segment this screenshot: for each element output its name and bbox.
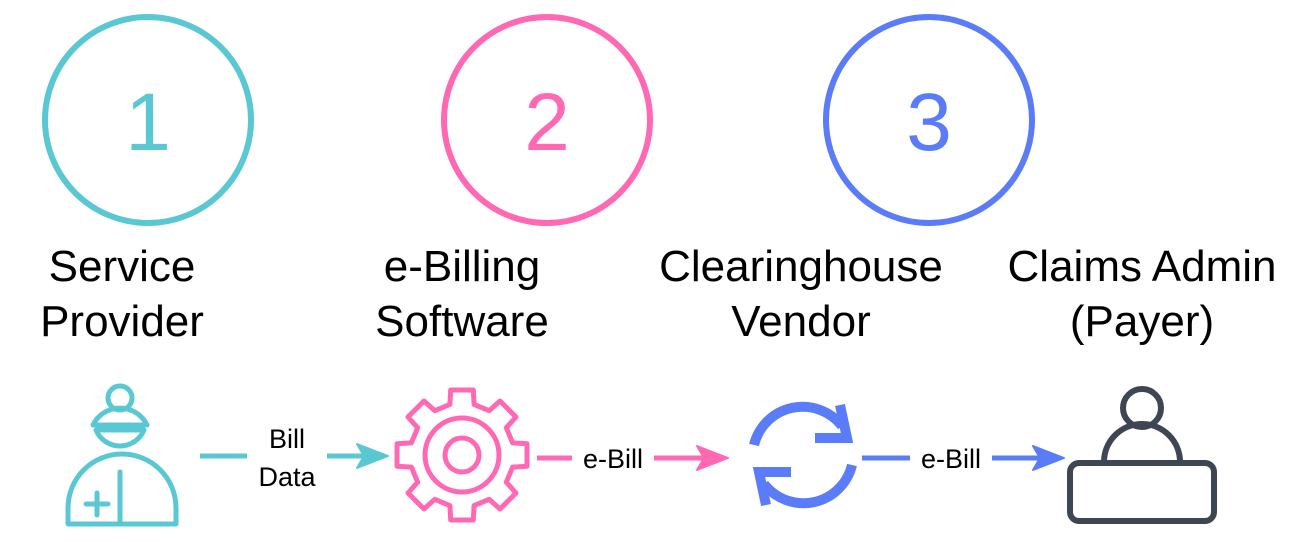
user-desk-icon [1067, 386, 1217, 524]
step-3: 3 [823, 14, 1035, 226]
step-1: 1 [42, 14, 254, 226]
step-3-circle [823, 14, 1035, 226]
sync-icon [749, 401, 857, 509]
step-2-number: 2 [524, 77, 570, 168]
flow-label-line2: Data [258, 462, 316, 492]
stage-label-clearinghouse-vendor: Clearinghouse Vendor [659, 242, 943, 346]
stage-label-service-provider: Service Provider [40, 242, 204, 346]
healthcare-worker-icon [65, 383, 179, 527]
step-2: 2 [441, 14, 653, 226]
flow-label: e-Bill [583, 444, 643, 474]
arrowhead-icon [1032, 445, 1065, 471]
flow-ebill-2: e-Bill [862, 440, 1065, 476]
step-1-number: 1 [125, 77, 171, 168]
stage-label-line2: Vendor [731, 297, 870, 346]
stage-label-line1: Clearinghouse [659, 242, 943, 291]
stage-label-line1: Service [49, 242, 196, 291]
flow-label-line1: Bill [269, 424, 305, 454]
step-2-circle [441, 14, 653, 226]
flow-bill-data: Bill Data [200, 424, 389, 492]
stage-label-line2: Provider [40, 297, 204, 346]
stage-label-line1: Claims Admin [1008, 242, 1277, 291]
stage-label-claims-admin: Claims Admin (Payer) [1008, 242, 1277, 346]
flow-label: e-Bill [921, 444, 981, 474]
stage-label-line2: Software [375, 297, 549, 346]
step-3-number: 3 [906, 77, 952, 168]
stage-label-line2: (Payer) [1070, 297, 1214, 346]
arrowhead-icon [356, 443, 389, 469]
step-1-circle [42, 14, 254, 226]
stage-label-ebilling-software: e-Billing Software [375, 242, 549, 346]
stage-label-line1: e-Billing [384, 242, 541, 291]
flow-ebill-1: e-Bill [537, 440, 729, 476]
arrowhead-icon [696, 445, 729, 471]
gear-icon [394, 387, 530, 523]
